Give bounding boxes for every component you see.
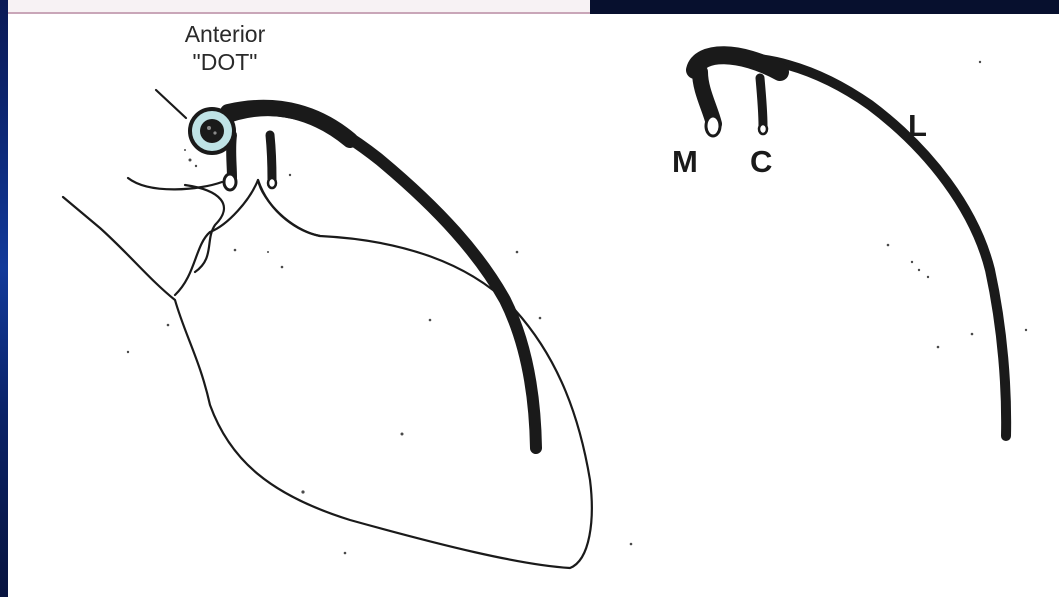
slide-frame-left — [0, 0, 8, 597]
atrial-arc — [128, 178, 222, 189]
caption-line-dot: "DOT" — [160, 48, 290, 76]
leaflet-base-left — [228, 108, 350, 140]
dot-speck — [207, 126, 211, 130]
hook-medial-tip-left — [224, 174, 236, 190]
label-medial-leaflet: M — [672, 144, 698, 180]
great-vessel-line — [156, 90, 186, 118]
leaflet-medial-tip — [706, 116, 720, 136]
anterior-dot-marker — [190, 109, 234, 153]
label-central-leaflet: C — [750, 144, 772, 180]
isolated-leaflets — [695, 55, 1006, 436]
hook-central-tip-left — [268, 178, 276, 188]
leaflet-base-right — [695, 55, 780, 72]
leaflet-lateral — [700, 58, 1006, 436]
hook-central-left — [270, 135, 272, 180]
caption-line-anterior: Anterior — [160, 20, 290, 48]
dot-speck — [213, 131, 216, 134]
speckle-noise — [127, 61, 1027, 555]
ventricle-outline — [63, 180, 592, 568]
heart-diagram-svg — [8, 14, 1059, 597]
slide-title-strip — [0, 0, 590, 14]
septal-curve — [258, 180, 320, 236]
anterior-dot-caption: Anterior "DOT" — [160, 20, 290, 76]
label-lateral-leaflet: L — [908, 108, 927, 144]
dot-center — [200, 119, 224, 143]
leaflet-central — [760, 78, 763, 126]
leaflet-central-tip — [759, 124, 767, 134]
diagram-canvas: Anterior "DOT" M C L — [8, 14, 1059, 597]
